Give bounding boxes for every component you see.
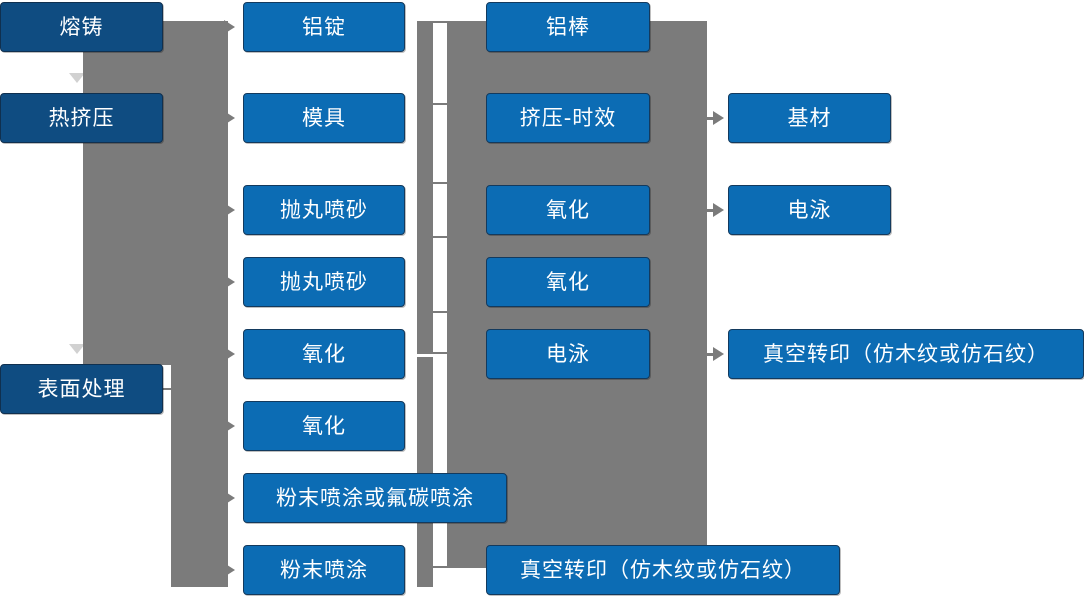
operation-box-powder-coating[interactable]: 粉末喷涂 <box>243 545 405 595</box>
treatment-box-electrophoresis[interactable]: 电泳 <box>486 329 650 379</box>
gray-stub-row-5 <box>433 311 451 313</box>
operation-box-oxidation-2[interactable]: 氧化 <box>243 401 405 451</box>
treatment-box-aluminium-bar[interactable]: 铝棒 <box>486 2 650 52</box>
stage-box-melting-casting[interactable]: 熔铸 <box>0 2 163 52</box>
stage-box-label: 表面处理 <box>37 376 126 401</box>
arrow-to-out-1 <box>713 111 724 125</box>
operation-box-label: 抛丸喷砂 <box>280 269 368 294</box>
arrow-stem-to-out-1 <box>703 117 717 120</box>
stage-box-label: 熔铸 <box>59 14 104 39</box>
gray-stub-row-7 <box>433 566 451 568</box>
treatment-box-oxidation-1[interactable]: 氧化 <box>486 185 650 235</box>
gray-arrow-down-to-hot-extrusion <box>69 73 85 83</box>
operation-box-label: 抛丸喷砂 <box>280 197 368 222</box>
gray-stub-row-6 <box>417 352 451 354</box>
operation-box-label: 粉末喷涂 <box>280 557 368 582</box>
gray-connector-mid-bar-lower <box>417 357 433 587</box>
operation-box-label: 粉末喷涂或氟碳喷涂 <box>276 485 474 510</box>
treatment-box-label: 挤压-时效 <box>519 105 617 130</box>
output-box-label: 电泳 <box>787 197 832 222</box>
arrow-to-out-2 <box>713 203 724 217</box>
gray-stub-row-3 <box>433 182 451 184</box>
operation-box-label: 氧化 <box>302 413 346 438</box>
treatment-box-label: 氧化 <box>546 197 590 222</box>
operation-box-powder-or-fluorocarbon-coating[interactable]: 粉末喷涂或氟碳喷涂 <box>243 473 507 523</box>
output-box-label: 真空转印（仿木纹或仿石纹） <box>763 341 1049 366</box>
gray-stub-row-2 <box>433 103 451 105</box>
gray-connector-mid-bar-upper <box>417 21 433 353</box>
arrow-to-op-8 <box>224 563 235 577</box>
operation-box-shot-blasting-2[interactable]: 抛丸喷砂 <box>243 257 405 307</box>
gray-line-surface-treatment <box>163 388 175 390</box>
arrow-to-op-5 <box>224 347 235 361</box>
arrow-to-op-4 <box>224 275 235 289</box>
operation-box-mould[interactable]: 模具 <box>243 93 405 143</box>
operation-box-label: 模具 <box>302 105 346 130</box>
treatment-box-label: 真空转印（仿木纹或仿石纹） <box>520 557 806 582</box>
operation-box-label: 氧化 <box>302 341 346 366</box>
gray-stub-row-4 <box>433 236 451 238</box>
operation-box-label: 铝锭 <box>302 14 346 39</box>
operation-box-shot-blasting-1[interactable]: 抛丸喷砂 <box>243 185 405 235</box>
output-box-label: 基材 <box>787 105 832 130</box>
arrow-to-op-3 <box>224 203 235 217</box>
gray-arrow-down-to-surface-treatment <box>69 344 85 354</box>
stage-box-label: 热挤压 <box>48 105 115 130</box>
arrow-to-op-2 <box>224 111 235 125</box>
treatment-box-vacuum-transfer-printing[interactable]: 真空转印（仿木纹或仿石纹） <box>486 545 840 595</box>
operation-box-aluminium-ingot[interactable]: 铝锭 <box>243 2 405 52</box>
treatment-box-label: 氧化 <box>546 269 590 294</box>
arrow-stem-to-out-3 <box>703 353 717 356</box>
arrow-to-out-3 <box>713 347 724 361</box>
gray-stub-row-1 <box>433 21 451 23</box>
stage-box-hot-extrusion[interactable]: 热挤压 <box>0 93 163 143</box>
arrow-to-op-1 <box>224 20 235 34</box>
output-box-electrophoresis[interactable]: 电泳 <box>728 185 891 235</box>
output-box-vacuum-transfer-printing[interactable]: 真空转印（仿木纹或仿石纹） <box>728 329 1084 379</box>
treatment-box-label: 铝棒 <box>546 14 590 39</box>
operation-box-oxidation-1[interactable]: 氧化 <box>243 329 405 379</box>
arrow-to-op-6 <box>224 419 235 433</box>
gray-connector-left-spine <box>171 21 228 587</box>
output-box-base-material[interactable]: 基材 <box>728 93 891 143</box>
arrow-to-op-7 <box>224 491 235 505</box>
treatment-box-extrusion-aging[interactable]: 挤压-时效 <box>486 93 650 143</box>
treatment-box-oxidation-2[interactable]: 氧化 <box>486 257 650 307</box>
stage-box-surface-treatment[interactable]: 表面处理 <box>0 364 163 414</box>
treatment-box-label: 电泳 <box>546 341 590 366</box>
arrow-stem-to-out-2 <box>703 209 717 212</box>
